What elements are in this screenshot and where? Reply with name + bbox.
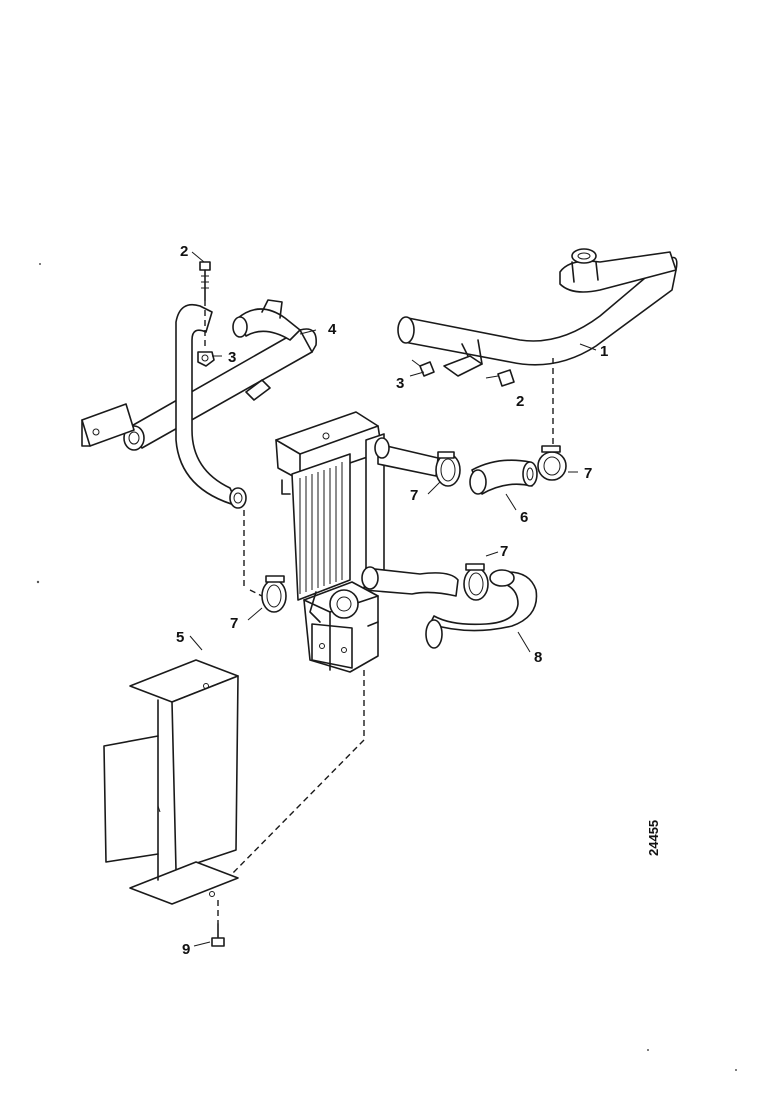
nut-part-3-right	[409, 359, 435, 377]
callout-3-right: 3	[396, 375, 404, 392]
hose-clamp-lower-right	[463, 563, 489, 601]
hose-clamp-upper-left	[435, 451, 461, 487]
callout-labels: 1 2 2 3 3 4 5 6 7 7 7 7 8 9	[176, 243, 608, 958]
nut-part-3-left	[197, 351, 215, 367]
callout-3-left: 3	[228, 349, 236, 366]
callout-leaders	[189, 251, 597, 947]
reference-number: 24455	[646, 820, 661, 856]
scan-specks	[36, 263, 737, 1071]
bolt-part-9	[211, 900, 225, 947]
bolt-part-2-right	[485, 369, 515, 387]
callout-1: 1	[600, 343, 608, 360]
callout-7-lower-left: 7	[230, 615, 238, 632]
cover-plate-part-5	[103, 659, 239, 905]
callout-6: 6	[520, 509, 528, 526]
hose-part-6	[469, 459, 538, 495]
callout-5: 5	[176, 629, 184, 646]
hose-clamp-lower-left	[261, 575, 287, 613]
callout-7-upper-left: 7	[410, 487, 418, 504]
callout-7-lower-right: 7	[500, 543, 508, 560]
callout-2-right: 2	[516, 393, 524, 410]
callout-7-upper-right: 7	[584, 465, 592, 482]
pipe-part-4	[81, 299, 317, 509]
callout-4: 4	[328, 321, 337, 338]
pipe-part-1	[397, 248, 678, 377]
callout-2-top-left: 2	[180, 243, 188, 260]
callout-9: 9	[182, 941, 190, 958]
callout-8: 8	[534, 649, 542, 666]
bolt-part-2-left	[199, 261, 211, 350]
hose-part-8	[425, 569, 538, 649]
hose-clamp-upper-right	[537, 445, 567, 481]
